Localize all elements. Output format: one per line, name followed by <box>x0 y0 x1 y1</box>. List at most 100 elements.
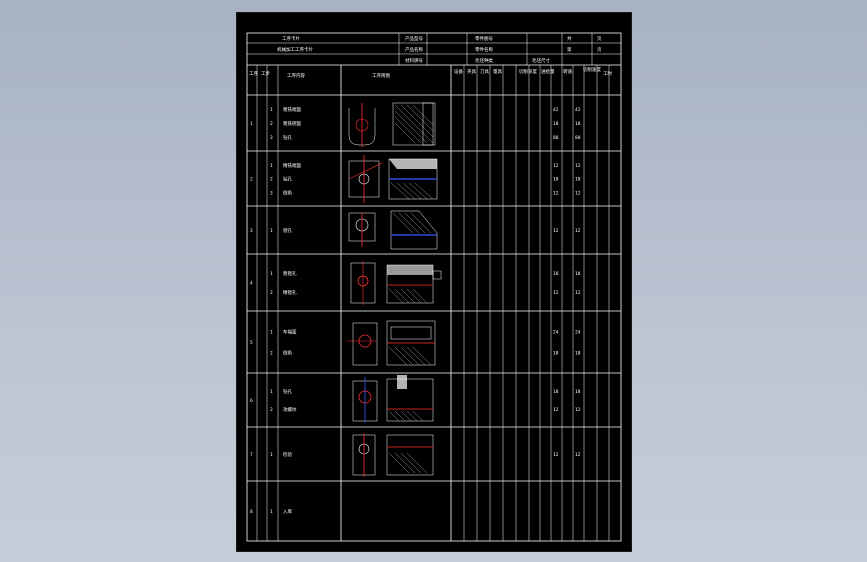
step-number: 3 <box>270 190 273 196</box>
sketch-row-4 <box>350 261 442 305</box>
header-label: 零件名称 <box>475 46 493 53</box>
header-label: 页 <box>597 47 602 53</box>
process-number: 5 <box>250 340 253 346</box>
process-number: 2 <box>250 177 253 183</box>
cutting-param: 12 <box>553 228 559 234</box>
step-content: 粗镗孔 <box>283 270 297 277</box>
cutting-param: 18 <box>575 350 581 356</box>
sketch-row-3 <box>348 210 438 250</box>
cutting-param: 12 <box>553 190 559 196</box>
header-label: 产品型号 <box>405 35 423 42</box>
step-content: 倒角 <box>283 349 292 356</box>
header-label: 材料牌号 <box>405 57 423 64</box>
step-number: 2 <box>270 121 273 127</box>
header-text: 工序卡片 产品型号 零件图号 共 页 机械加工工序卡片 产品名称 零件名称 第 … <box>277 35 602 64</box>
column-label: 切削深度 <box>519 68 537 75</box>
step-number: 1 <box>270 509 273 515</box>
step-content: 粗铣侧面 <box>283 120 301 127</box>
cutting-param: 80 <box>575 135 581 141</box>
step-content: 粗铣端面 <box>283 106 301 113</box>
step-number: 2 <box>270 350 273 356</box>
step-number: 1 <box>270 330 273 336</box>
step-number: 3 <box>270 135 273 141</box>
step-content: 倒角 <box>283 189 292 196</box>
column-label: 夹具 <box>467 68 476 75</box>
cutting-param: 12 <box>575 163 581 169</box>
cutting-param: 12 <box>553 163 559 169</box>
row-lines <box>247 150 621 482</box>
cutting-param: 12 <box>575 407 581 413</box>
column-label: 工步 <box>261 71 270 77</box>
step-number: 1 <box>270 452 273 458</box>
column-label: 工序内容 <box>287 72 305 79</box>
column-label: 量具 <box>493 68 502 75</box>
header-label: 毛坯种类 <box>475 57 493 64</box>
cutting-param: 42 <box>575 107 581 113</box>
cutting-param: 12 <box>553 290 559 296</box>
cutting-param: 18 <box>553 350 559 356</box>
cutting-param: 18 <box>575 271 581 277</box>
header-label: 毛坯尺寸 <box>532 57 550 64</box>
sketch-row-6 <box>352 375 434 423</box>
column-label: 工序 <box>249 70 258 77</box>
column-header: 工序 工步 工序内容 工序简图 设备 夹具 刀具 量具 切削深度 进给量 转速 … <box>247 66 621 96</box>
step-number: 1 <box>270 163 273 169</box>
step-content: 精铣端面 <box>283 162 301 169</box>
step-number: 1 <box>270 271 273 277</box>
step-content: 钻孔 <box>283 134 292 141</box>
step-content: 入库 <box>283 508 292 515</box>
step-content: 精镗孔 <box>283 289 297 296</box>
step-number: 2 <box>270 407 273 413</box>
cutting-param: 12 <box>575 228 581 234</box>
step-number: 1 <box>270 389 273 395</box>
step-content: 攻螺纹 <box>283 406 297 413</box>
cutting-param: 18 <box>553 177 559 183</box>
cutting-param: 12 <box>575 190 581 196</box>
cutting-param: 18 <box>575 121 581 127</box>
process-number: 7 <box>250 452 253 458</box>
step-number: 2 <box>270 290 273 296</box>
process-number: 4 <box>250 281 253 287</box>
cutting-param: 18 <box>575 389 581 395</box>
process-number: 6 <box>250 398 253 404</box>
header-label: 共 <box>567 35 572 42</box>
column-lines <box>256 65 610 541</box>
cutting-param: 24 <box>553 330 559 336</box>
process-number: 8 <box>250 509 253 515</box>
step-number: 2 <box>270 177 273 183</box>
step-number: 1 <box>270 107 273 113</box>
column-label: 设备 <box>454 68 463 75</box>
column-label: 切削速度 <box>583 66 601 73</box>
step-content: 钻孔 <box>283 176 292 183</box>
sketch-row-1 <box>348 102 436 147</box>
sketch-row-7 <box>352 433 434 477</box>
process-card-drawing: 工序卡片 产品型号 零件图号 共 页 机械加工工序卡片 产品名称 零件名称 第 … <box>246 32 622 542</box>
step-content: 检验 <box>283 451 292 458</box>
step-content: 镗孔 <box>283 227 292 234</box>
drawing-sheet: 工序卡片 产品型号 零件图号 共 页 机械加工工序卡片 产品名称 零件名称 第 … <box>236 12 632 552</box>
sketch-row-5 <box>347 320 436 366</box>
column-label: 转速 <box>563 68 572 75</box>
header-label: 产品名称 <box>405 46 423 53</box>
step-number: 1 <box>270 228 273 234</box>
cutting-param: 42 <box>553 107 559 113</box>
process-number: 1 <box>250 121 253 127</box>
process-number: 3 <box>250 228 253 234</box>
step-content: 车端面 <box>283 329 297 336</box>
header-label: 第 <box>567 46 572 53</box>
cutting-param: 18 <box>575 177 581 183</box>
column-label: 刀具 <box>480 69 489 75</box>
cutting-param: 80 <box>553 135 559 141</box>
header-label: 页 <box>597 36 602 42</box>
cutting-param: 12 <box>553 407 559 413</box>
cutting-param: 12 <box>575 290 581 296</box>
column-label: 工序简图 <box>372 72 390 79</box>
cutting-param: 12 <box>553 452 559 458</box>
header-label: 零件图号 <box>475 35 493 42</box>
header-title: 工序卡片 <box>282 35 300 42</box>
header-grid <box>247 33 621 66</box>
cutting-param: 12 <box>575 452 581 458</box>
cutting-param: 18 <box>553 271 559 277</box>
header-subtitle: 机械加工工序卡片 <box>277 46 313 53</box>
